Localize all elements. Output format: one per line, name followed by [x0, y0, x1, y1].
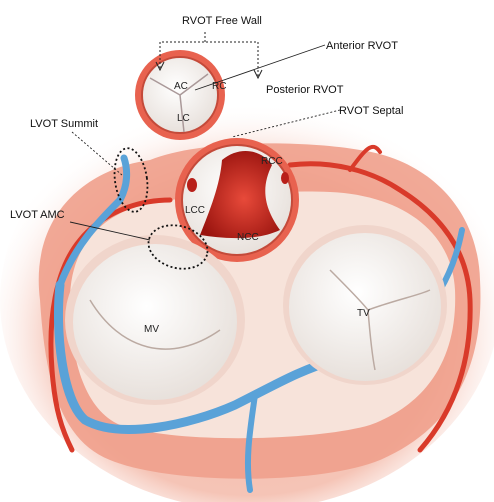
- label-rvot-free-wall: RVOT Free Wall: [182, 15, 262, 27]
- label-lvot-summit: LVOT Summit: [30, 118, 98, 130]
- mitral-valve: [73, 244, 237, 400]
- label-mitral-valve: MV: [144, 324, 159, 335]
- label-aortic-rcc: RCC: [261, 156, 283, 167]
- label-anterior-rvot: Anterior RVOT: [326, 40, 398, 52]
- label-pulmonary-rc: RC: [212, 81, 226, 92]
- label-aortic-lcc: LCC: [185, 205, 205, 216]
- label-lvot-amc: LVOT AMC: [10, 209, 65, 221]
- right-coronary-ostium: [281, 172, 289, 184]
- label-aortic-ncc: NCC: [237, 232, 259, 243]
- label-pulmonary-lc: LC: [177, 113, 190, 124]
- label-tricuspid-valve: TV: [357, 308, 370, 319]
- label-pulmonary-ac: AC: [174, 81, 188, 92]
- label-posterior-rvot: Posterior RVOT: [266, 84, 344, 96]
- label-rvot-septal: RVOT Septal: [339, 105, 403, 117]
- left-coronary-ostium: [187, 178, 197, 192]
